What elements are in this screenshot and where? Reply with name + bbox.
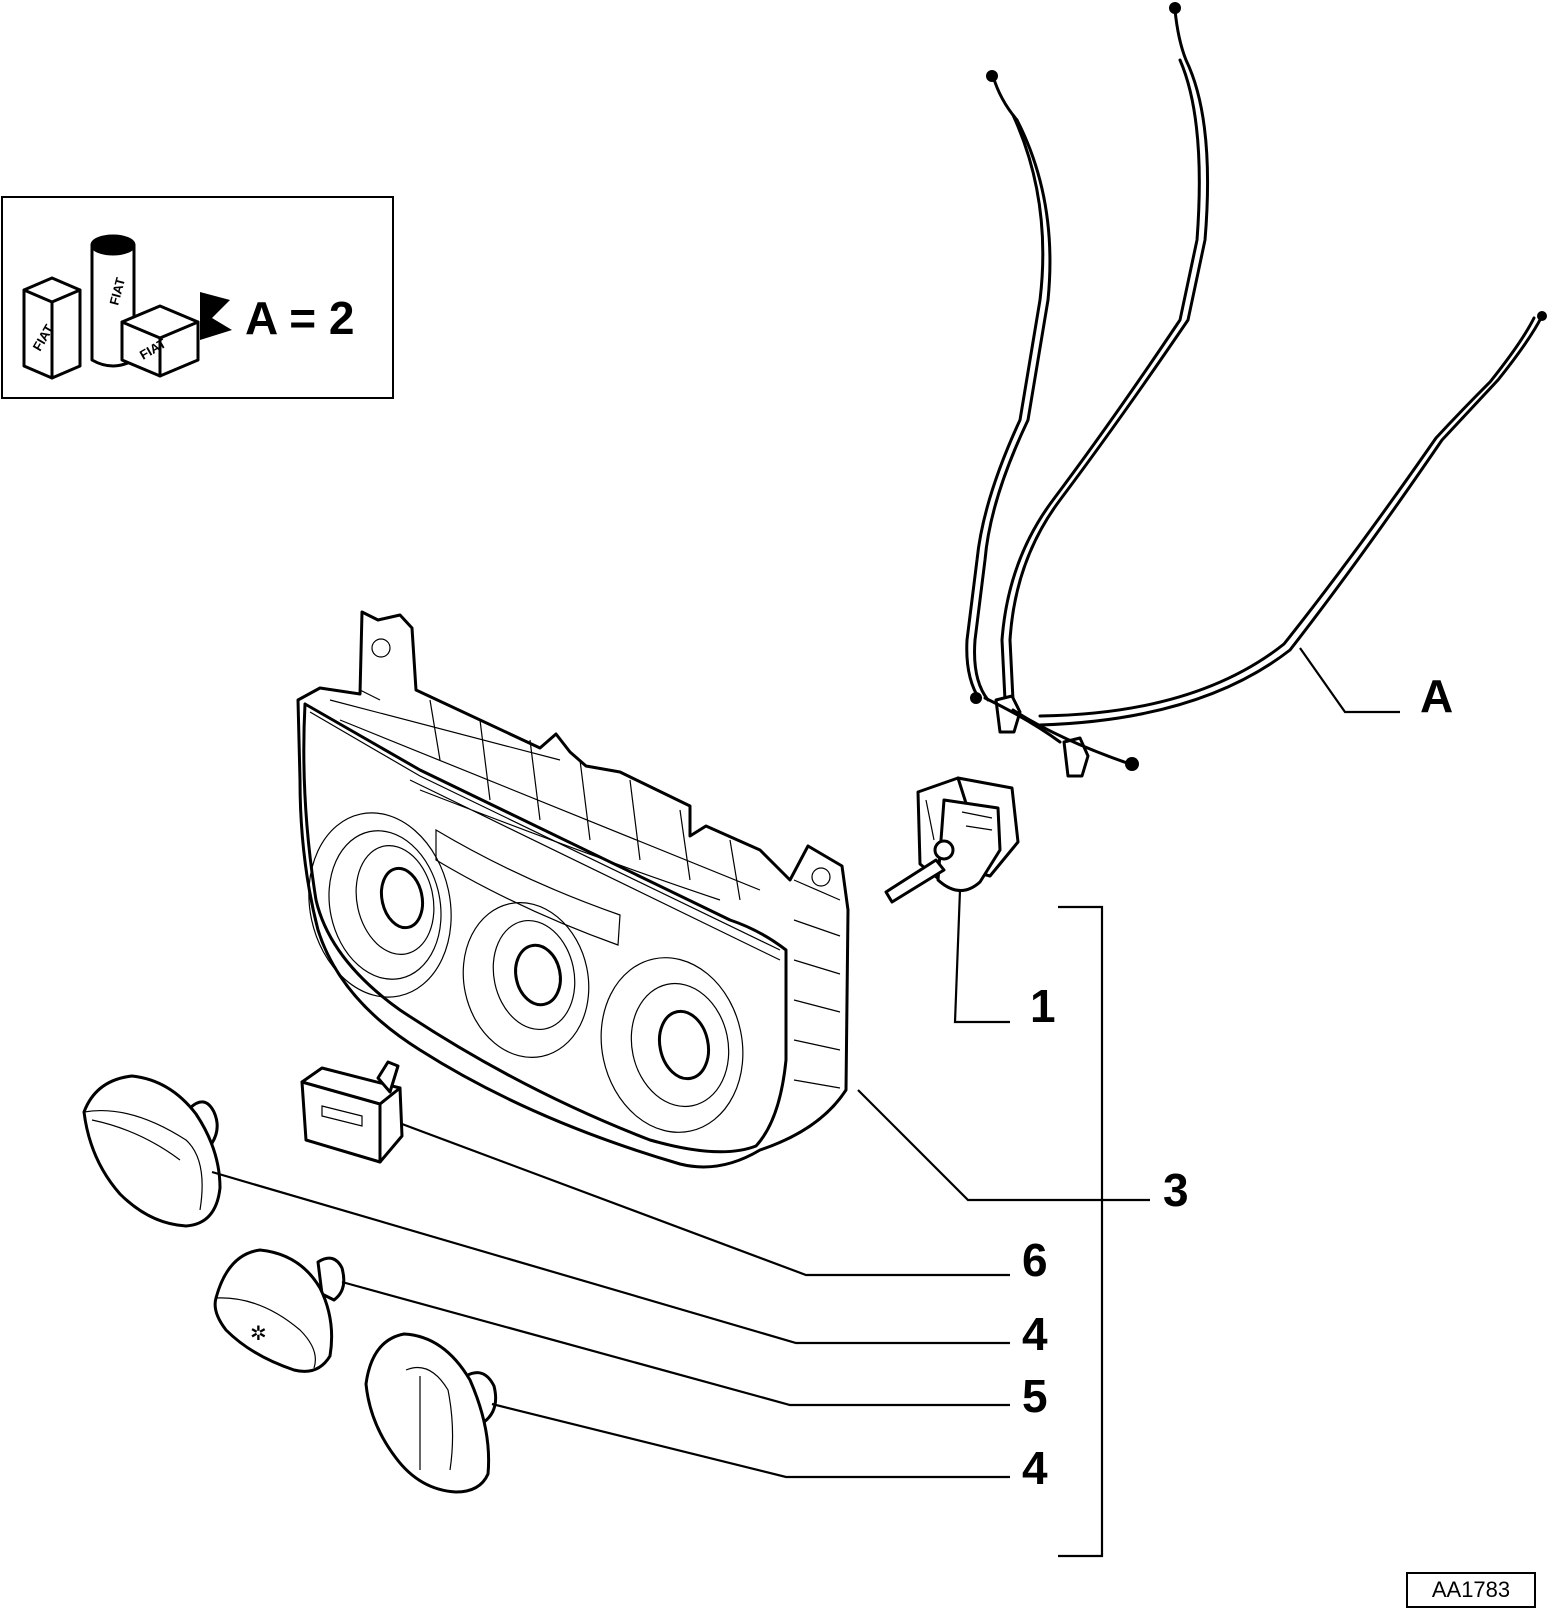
- snowflake-icon: ✲: [250, 1321, 267, 1345]
- quantity-legend: FIAT FIAT FIAT A = 2: [1, 196, 394, 399]
- callout-5: 5: [1022, 1370, 1048, 1422]
- middle-dial-recess: [462, 902, 590, 1058]
- part-3-control-panel: [296, 610, 850, 1169]
- fiat-logo-icon: FIAT FIAT FIAT: [22, 234, 232, 380]
- part-A-cables: [965, 2, 1547, 778]
- leader-lines: [211, 647, 1400, 1558]
- right-dial-recess: [600, 957, 744, 1133]
- callout-4-lower: 4: [1022, 1442, 1048, 1494]
- brand-label-cylinder: FIAT: [106, 276, 128, 307]
- part-4-knob-upper: [82, 1074, 222, 1228]
- left-dial-recess: [308, 812, 452, 998]
- callout-1: 1: [1030, 980, 1056, 1032]
- part-6-button: [300, 1060, 404, 1164]
- callout-4-upper: 4: [1022, 1308, 1048, 1360]
- callout-A: A: [1420, 670, 1453, 722]
- callout-6: 6: [1022, 1234, 1048, 1286]
- callout-3: 3: [1163, 1164, 1189, 1216]
- legend-equation: A = 2: [245, 292, 355, 344]
- diagram-reference-code: AA1783: [1406, 1572, 1536, 1608]
- part-4-knob-lower: [364, 1332, 498, 1494]
- part-5-knob-ac: ✲: [213, 1248, 346, 1373]
- part-1-switch: [884, 776, 1020, 904]
